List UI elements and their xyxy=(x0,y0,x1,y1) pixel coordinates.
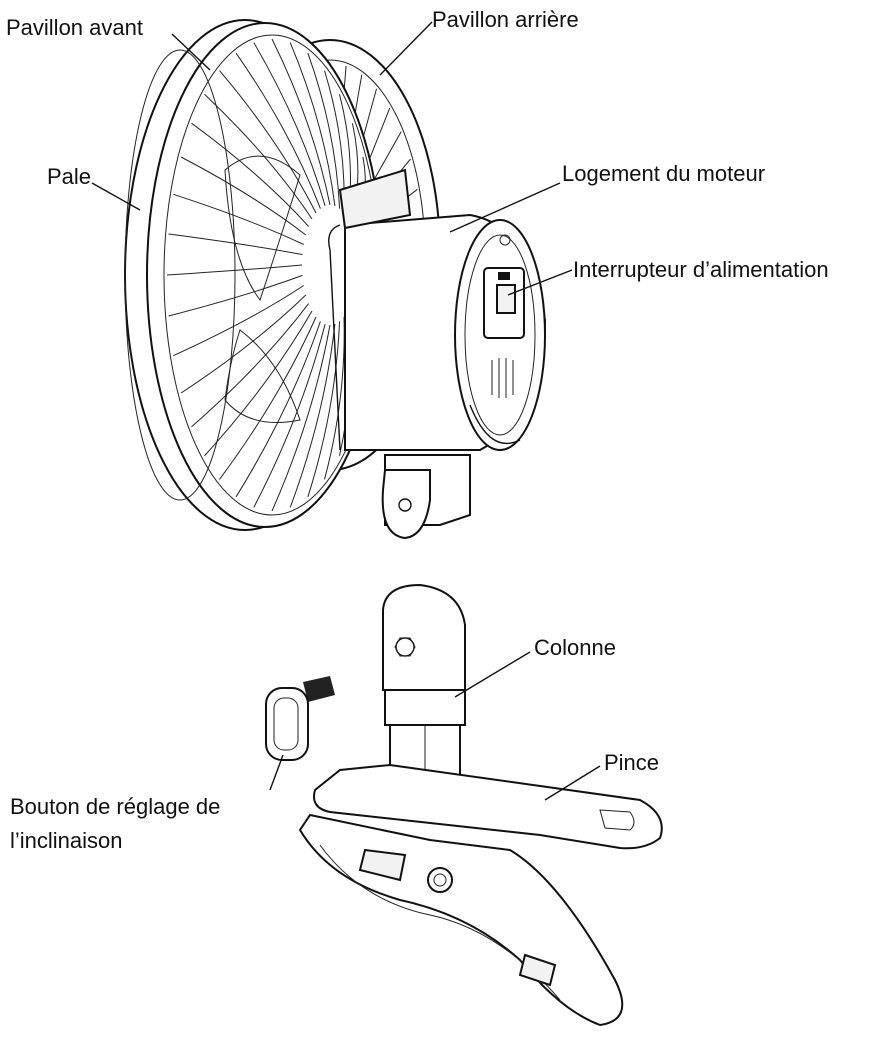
leader-blade xyxy=(91,182,141,211)
label-tilt-knob-line2: l’inclinaison xyxy=(10,828,123,853)
head-bracket xyxy=(381,454,471,540)
label-front-grille: Pavillon avant xyxy=(6,15,143,40)
blade xyxy=(224,155,301,423)
leader-lines xyxy=(91,21,601,801)
leader-rear-grille xyxy=(379,21,433,76)
leader-column xyxy=(454,651,531,698)
clamp-assembly xyxy=(265,583,663,1027)
leader-clamp xyxy=(544,765,601,801)
leader-motor-housing xyxy=(449,182,561,233)
clamp[interactable] xyxy=(298,763,663,1027)
label-rear-grille: Pavillon arrière xyxy=(432,7,579,32)
tilt-adjust-knob[interactable] xyxy=(265,676,335,761)
leader-power-switch xyxy=(507,269,573,296)
label-column: Colonne xyxy=(534,635,616,660)
label-blade: Pale xyxy=(47,164,92,189)
label-tilt-knob-line1: Bouton de réglage de xyxy=(10,794,221,819)
leader-front-grille xyxy=(171,33,211,71)
label-motor-housing: Logement du moteur xyxy=(562,161,766,186)
label-power-switch: Interrupteur d’alimentation xyxy=(573,257,829,282)
power-switch[interactable] xyxy=(483,267,525,339)
label-clamp: Pince xyxy=(604,750,660,775)
fan-head xyxy=(124,19,547,540)
front-grille xyxy=(124,19,384,531)
leader-tilt-knob xyxy=(269,754,284,791)
